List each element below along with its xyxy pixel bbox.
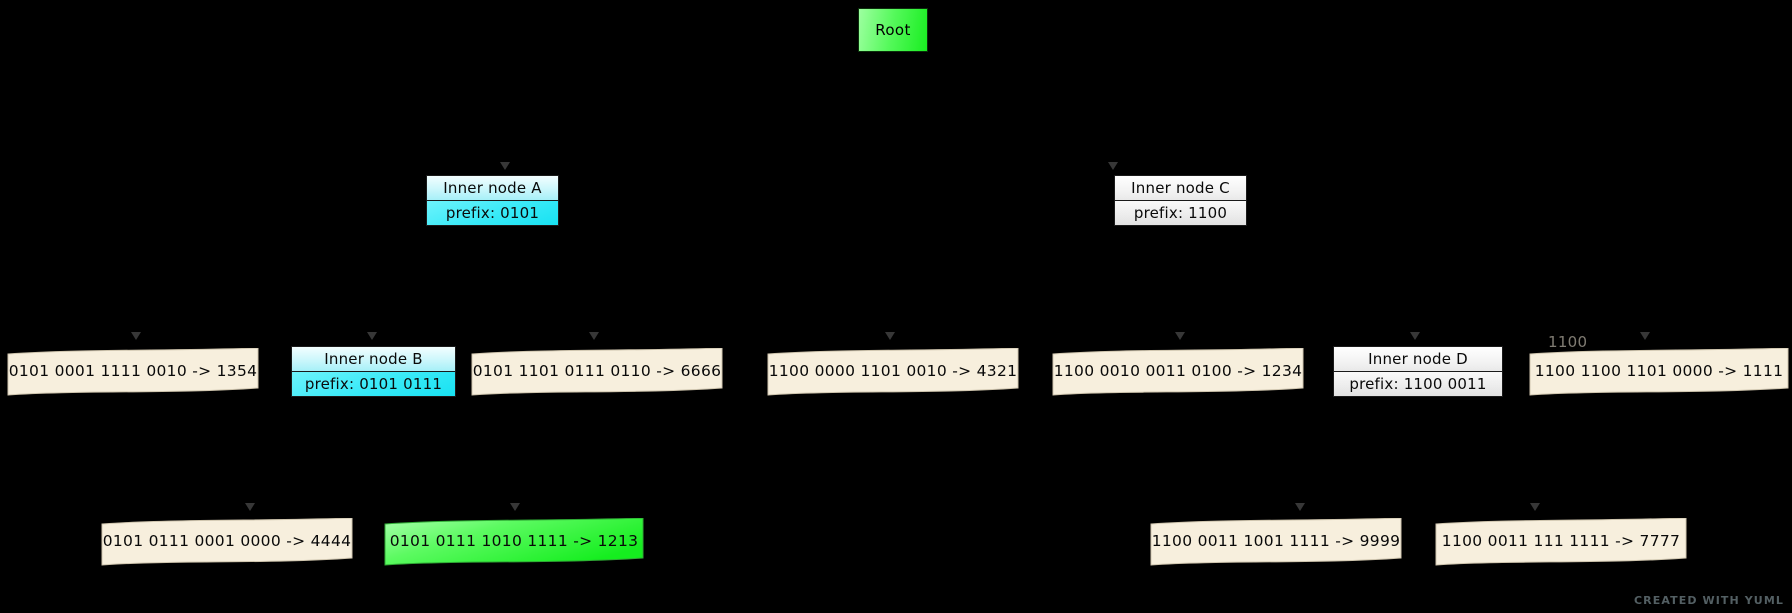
- leaf-node-1354[interactable]: 0101 0001 1111 0010 -> 1354: [6, 348, 260, 396]
- leaf-node-6666[interactable]: 0101 1101 0111 0110 -> 6666: [470, 348, 724, 396]
- inner-node-c-title: Inner node C: [1115, 176, 1246, 201]
- leaf-node-9999-label: 1100 0011 1001 1111 -> 9999: [1151, 532, 1401, 550]
- occluded-edge-label: 1100: [1548, 333, 1588, 351]
- root-node[interactable]: Root: [858, 8, 928, 52]
- inner-node-c-prefix: prefix: 1100: [1115, 201, 1246, 225]
- inner-node-b-title: Inner node B: [292, 347, 455, 372]
- leaf-node-1111[interactable]: 1100 1100 1101 0000 -> 1111: [1528, 348, 1790, 396]
- edge-arrow-a-to-leaf-6666: [589, 332, 599, 340]
- inner-node-d[interactable]: Inner node D prefix: 1100 0011: [1333, 346, 1503, 397]
- root-node-label: Root: [875, 21, 911, 39]
- leaf-node-4444-label: 0101 0111 0001 0000 -> 4444: [102, 532, 352, 550]
- edge-arrow-b-to-leaf-4444: [245, 503, 255, 511]
- inner-node-a-prefix: prefix: 0101: [427, 201, 558, 225]
- leaf-node-4444[interactable]: 0101 0111 0001 0000 -> 4444: [100, 518, 354, 566]
- edge-arrow-c-to-leaf-4321: [885, 332, 895, 340]
- leaf-node-7777[interactable]: 1100 0011 111 1111 -> 7777: [1434, 518, 1688, 566]
- note-shape: [101, 518, 353, 566]
- note-shape: [767, 348, 1019, 396]
- leaf-node-1234[interactable]: 1100 0010 0011 0100 -> 1234: [1051, 348, 1305, 396]
- inner-node-b-prefix: prefix: 0101 0111: [292, 372, 455, 396]
- note-shape: [1435, 518, 1687, 566]
- leaf-node-6666-label: 0101 1101 0111 0110 -> 6666: [472, 362, 722, 380]
- edge-arrow-c-to-leaf-1111: [1640, 332, 1650, 340]
- inner-node-a[interactable]: Inner node A prefix: 0101: [426, 175, 559, 226]
- edge-arrow-d-to-leaf-9999: [1295, 503, 1305, 511]
- edge-arrow-root-to-inner-c: [1108, 162, 1118, 170]
- inner-node-d-prefix: prefix: 1100 0011: [1334, 372, 1502, 396]
- edge-arrow-c-to-inner-d: [1410, 332, 1420, 340]
- leaf-node-1234-label: 1100 0010 0011 0100 -> 1234: [1053, 362, 1303, 380]
- edge-arrow-b-to-leaf-1213: [510, 503, 520, 511]
- inner-node-d-title: Inner node D: [1334, 347, 1502, 372]
- leaf-node-1213[interactable]: 0101 0111 1010 1111 -> 1213: [383, 518, 645, 566]
- edge-arrow-d-to-leaf-7777: [1530, 503, 1540, 511]
- note-shape: [471, 348, 723, 396]
- note-shape: [384, 518, 644, 566]
- leaf-node-4321-label: 1100 0000 1101 0010 -> 4321: [768, 362, 1018, 380]
- leaf-node-9999[interactable]: 1100 0011 1001 1111 -> 9999: [1149, 518, 1403, 566]
- inner-node-b[interactable]: Inner node B prefix: 0101 0111: [291, 346, 456, 397]
- edge-arrow-a-to-leaf-1354: [131, 332, 141, 340]
- inner-node-c[interactable]: Inner node C prefix: 1100: [1114, 175, 1247, 226]
- inner-node-a-title: Inner node A: [427, 176, 558, 201]
- note-shape: [7, 348, 259, 396]
- leaf-node-1213-label: 0101 0111 1010 1111 -> 1213: [389, 532, 639, 550]
- note-shape: [1150, 518, 1402, 566]
- leaf-node-1111-label: 1100 1100 1101 0000 -> 1111: [1534, 362, 1784, 380]
- leaf-node-4321[interactable]: 1100 0000 1101 0010 -> 4321: [766, 348, 1020, 396]
- edge-arrow-root-to-inner-a: [500, 162, 510, 170]
- edge-arrow-a-to-inner-b: [367, 332, 377, 340]
- edge-arrow-c-to-leaf-1234: [1175, 332, 1185, 340]
- note-shape: [1052, 348, 1304, 396]
- yuml-watermark: CREATED WITH YUML: [1633, 594, 1784, 607]
- note-shape: [1529, 348, 1789, 396]
- leaf-node-7777-label: 1100 0011 111 1111 -> 7777: [1441, 532, 1681, 550]
- leaf-node-1354-label: 0101 0001 1111 0010 -> 1354: [8, 362, 258, 380]
